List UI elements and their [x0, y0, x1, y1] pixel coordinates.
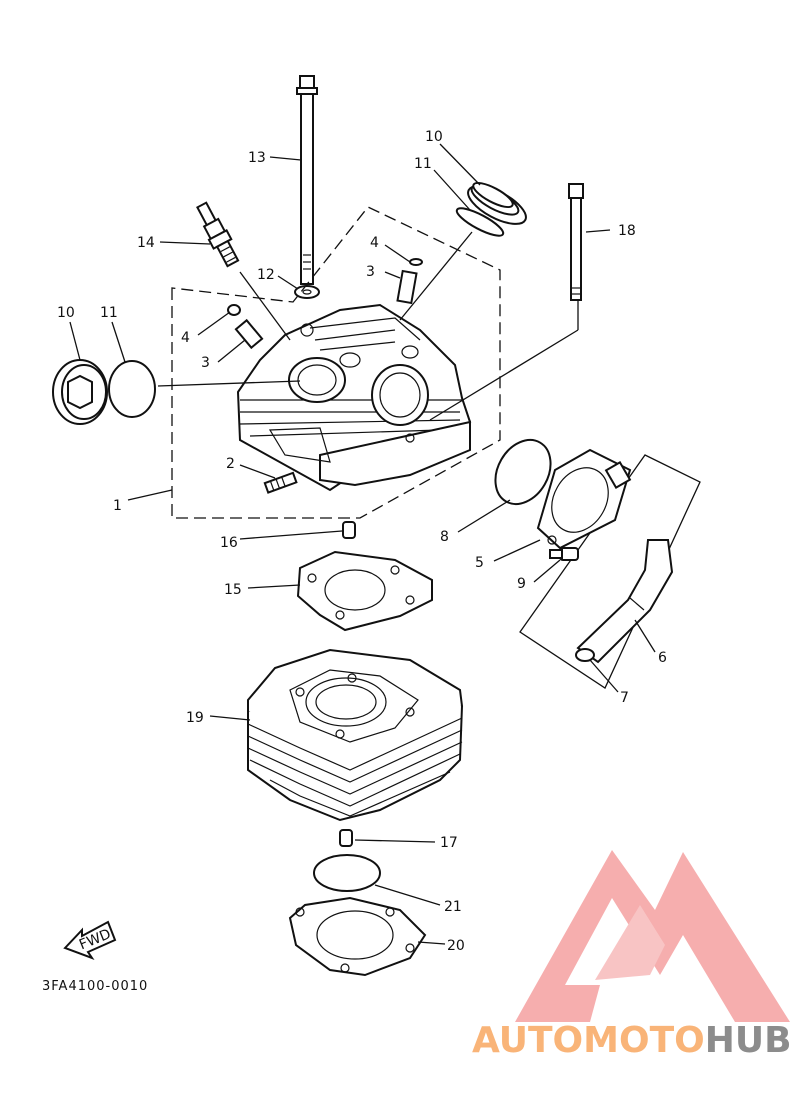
callout-14: 14	[137, 235, 155, 251]
bolt-13-part	[296, 75, 318, 285]
cylinder-head-part	[236, 303, 472, 492]
callout-18: 18	[618, 223, 636, 239]
cylinder-19-part	[247, 648, 464, 822]
bolt-9-part	[549, 547, 579, 561]
callout-12: 12	[257, 267, 275, 283]
clip-4-left-part	[227, 304, 241, 316]
callout-6: 6	[658, 650, 667, 666]
bolt-18-part	[568, 183, 584, 301]
watermark-logo: AUTOMOTOHUB	[472, 850, 792, 1061]
washer-12-part	[294, 285, 320, 299]
callout-10-left: 10	[57, 305, 75, 321]
cap-10-left-part	[52, 359, 108, 425]
o-ring-21-part	[313, 854, 381, 892]
hose-6-part	[576, 539, 674, 664]
svg-text:AUTOMOTOHUB: AUTOMOTOHUB	[472, 1020, 792, 1061]
o-ring-11-upper-part	[455, 207, 505, 237]
cap-10-upper-part	[467, 181, 527, 225]
o-ring-8-part	[494, 439, 552, 505]
callout-10-upper: 10	[425, 129, 443, 145]
cylinder-head-assembly-box	[171, 206, 501, 519]
callout-numbers: 13 10 11 18 14 4 3 12 10 11 4 3 2 1 8 16…	[57, 129, 667, 954]
dowel-pin-16-part	[342, 521, 356, 539]
callout-4-left: 4	[181, 330, 190, 346]
callout-9: 9	[517, 576, 526, 592]
fwd-arrow-icon: FWD	[63, 920, 117, 961]
callout-13: 13	[248, 150, 266, 166]
callout-1: 1	[113, 498, 122, 514]
o-ring-11-left-part	[108, 360, 156, 418]
callout-15: 15	[224, 582, 242, 598]
spark-plug-14-part	[196, 201, 240, 268]
dowel-pin-17-part	[339, 829, 353, 847]
callout-17: 17	[440, 835, 458, 851]
watermark-inner-triangle-icon	[595, 905, 665, 980]
head-gasket-15-part	[296, 550, 433, 632]
watermark-text-hub: HUB	[705, 1020, 792, 1061]
callout-7: 7	[620, 690, 629, 706]
watermark-text-automoto: AUTOMOTO	[472, 1020, 705, 1061]
diagram-code: 3FA4100-0010	[42, 979, 148, 994]
callout-20: 20	[447, 938, 465, 954]
callout-3-left: 3	[201, 355, 210, 371]
callout-11-upper: 11	[414, 156, 432, 172]
clip-4-right-part	[409, 258, 423, 266]
base-gasket-20-part	[288, 896, 427, 977]
valve-guide-3-left-part	[234, 318, 264, 350]
callout-4-upper: 4	[370, 235, 379, 251]
callout-11-left: 11	[100, 305, 118, 321]
callout-3-upper: 3	[366, 264, 375, 280]
callout-8: 8	[440, 529, 449, 545]
callout-5: 5	[475, 555, 484, 571]
cover-5-part	[536, 448, 632, 550]
callout-2: 2	[226, 456, 235, 472]
leader-lines	[69, 143, 656, 945]
callout-21: 21	[444, 899, 462, 915]
clamp-7-part	[575, 648, 595, 662]
callout-19: 19	[186, 710, 204, 726]
valve-guide-3-right-part	[396, 269, 418, 305]
stud-bolt-2-part	[263, 471, 298, 494]
callout-16: 16	[220, 535, 238, 551]
